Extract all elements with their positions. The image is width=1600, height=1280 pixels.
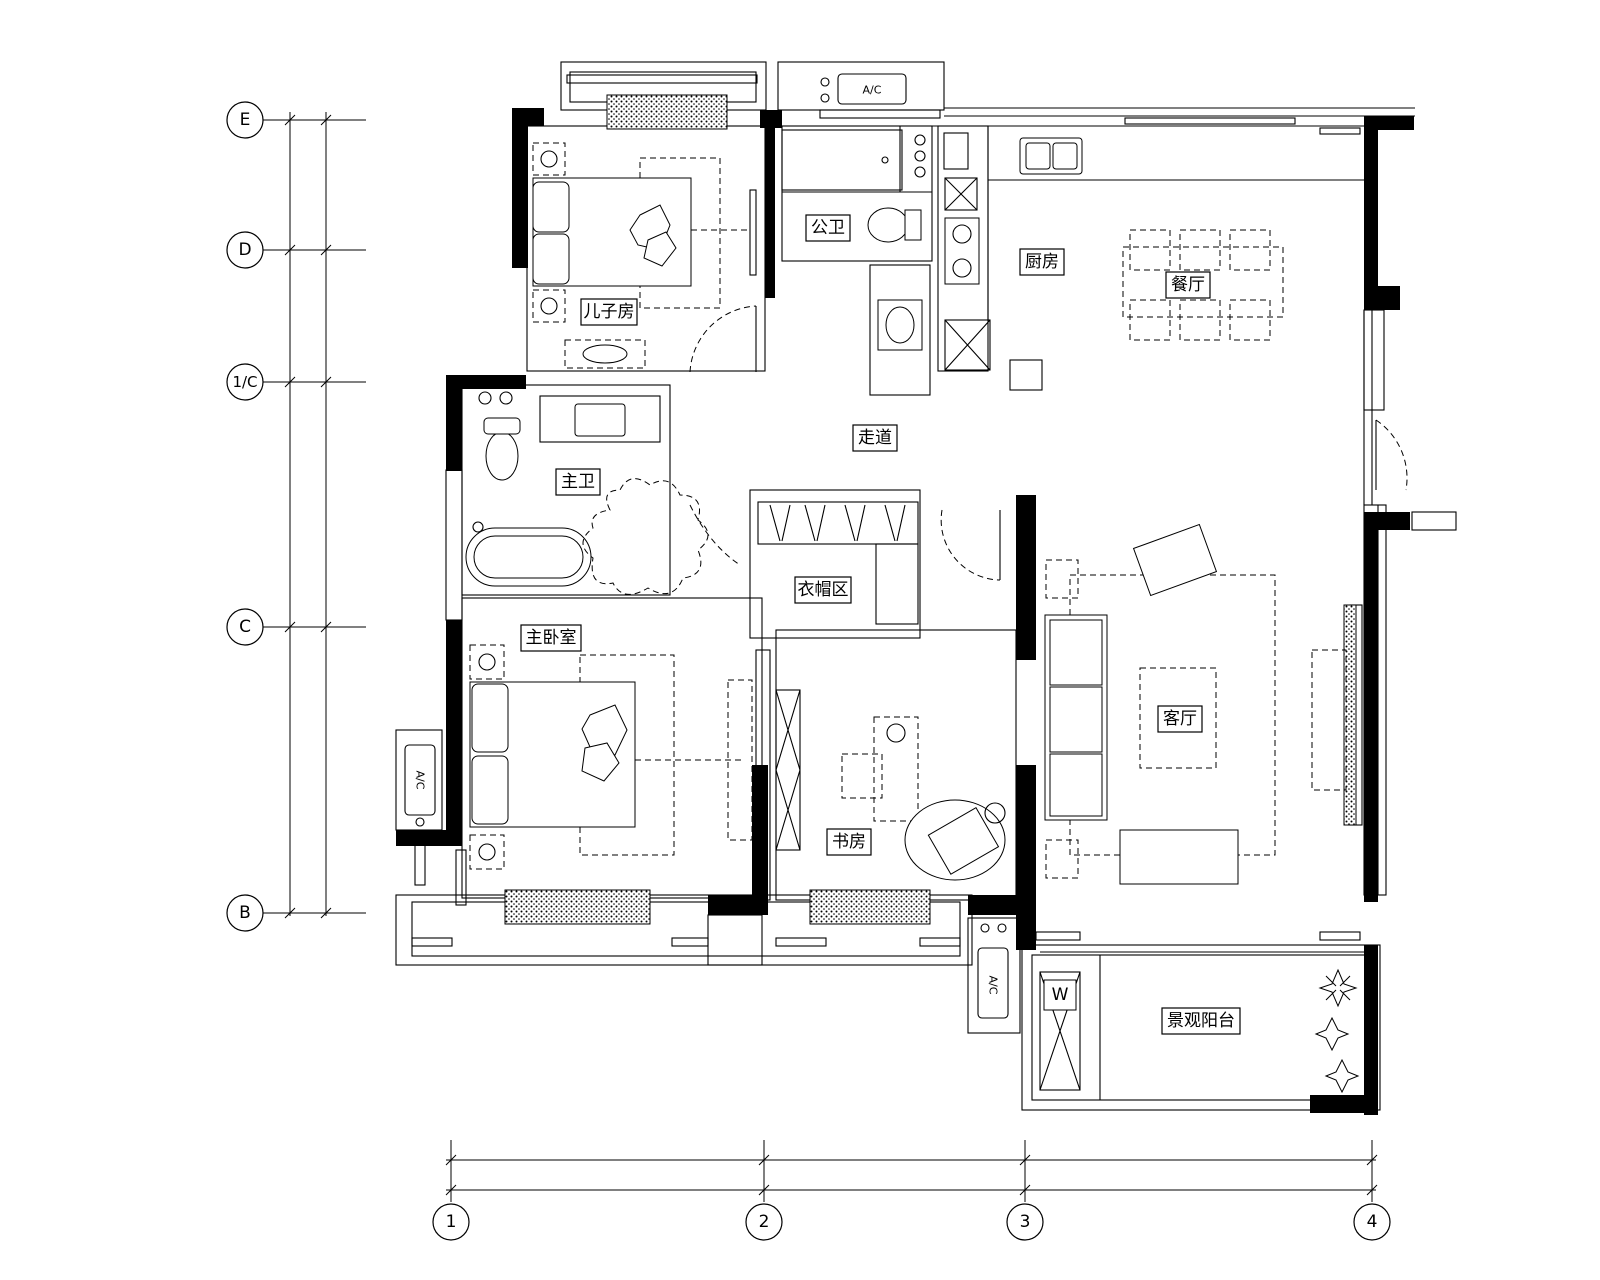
cloakroom-fixtures: [689, 501, 1001, 625]
svg-text:1: 1: [446, 1212, 457, 1232]
label-kitchen: 厨房: [1019, 248, 1065, 276]
clothes-hangers: [769, 504, 906, 542]
ac-unit-bottom: A/C: [977, 923, 1009, 1019]
row-axis-c: [262, 621, 366, 633]
svg-text:W: W: [1052, 985, 1069, 1005]
column-axis-bubble-4: 4: [1353, 1203, 1391, 1241]
svg-text:4: 4: [1367, 1212, 1378, 1232]
svg-text:A/C: A/C: [987, 976, 1000, 995]
svg-text:主卫: 主卫: [561, 472, 595, 492]
son-room-door: [689, 305, 757, 373]
row-axis-grid: [262, 112, 366, 919]
master-bedroom-bed: [469, 644, 753, 870]
row-axis-1c: [262, 376, 366, 388]
svg-text:儿子房: 儿子房: [584, 302, 635, 322]
label-son-room: 儿子房: [580, 298, 638, 326]
svg-text:C: C: [239, 617, 251, 637]
svg-text:餐厅: 餐厅: [1171, 275, 1205, 295]
label-public-bath: 公卫: [805, 214, 851, 242]
entrance-door: [1375, 419, 1408, 491]
row-axis-b: [262, 907, 366, 919]
svg-text:厨房: 厨房: [1025, 252, 1059, 272]
label-corridor: 走道: [852, 424, 898, 452]
svg-text:公卫: 公卫: [811, 218, 845, 238]
solid-walls: [396, 108, 1414, 1115]
study-furniture: [775, 689, 1006, 881]
row-axis-bubble-e: E: [226, 101, 264, 139]
column-axis-bubble-2: 2: [745, 1203, 783, 1241]
row-axis-bubble-b: B: [226, 894, 264, 932]
living-room-furniture: [1044, 523, 1347, 885]
row-axis-d: [262, 244, 366, 256]
dining-table: [1122, 229, 1284, 341]
kitchen-fixtures: [943, 132, 1083, 371]
dotted-panels: [504, 94, 1357, 925]
label-master-bedroom: 主卧室: [520, 624, 582, 652]
son-room-bed: [532, 142, 757, 369]
row-axis-e: [262, 114, 366, 126]
svg-text:客厅: 客厅: [1163, 709, 1197, 729]
label-master-bath: 主卫: [555, 468, 601, 496]
svg-text:衣帽区: 衣帽区: [798, 580, 849, 600]
label-living-room: 客厅: [1157, 705, 1203, 733]
ac-unit-left: A/C: [404, 744, 436, 827]
column-axis-bubble-3: 3: [1006, 1203, 1044, 1241]
column-axis-grid: [445, 1140, 1378, 1202]
master-bath-fixtures: [465, 391, 709, 595]
ac-unit-top: A/C: [820, 73, 907, 105]
balcony-plants: [1314, 968, 1360, 1094]
svg-text:A/C: A/C: [414, 771, 427, 790]
svg-text:主卧室: 主卧室: [526, 628, 577, 648]
svg-text:D: D: [238, 240, 251, 260]
row-axis-bubble-c: C: [226, 608, 264, 646]
column-axis-bubble-1: 1: [432, 1203, 470, 1241]
public-bath-fixtures: [781, 129, 926, 351]
label-cloakroom: 衣帽区: [794, 576, 852, 604]
svg-text:书房: 书房: [832, 832, 866, 852]
svg-text:1/C: 1/C: [232, 373, 257, 391]
svg-text:2: 2: [759, 1212, 770, 1232]
label-study: 书房: [826, 828, 872, 856]
svg-text:走道: 走道: [858, 428, 892, 448]
row-axis-bubble-1c: 1/C: [226, 363, 264, 401]
washer: W: [1039, 971, 1081, 1091]
row-axis-bubble-d: D: [226, 231, 264, 269]
label-balcony: 景观阳台: [1161, 1007, 1241, 1035]
label-dining: 餐厅: [1165, 271, 1211, 299]
svg-text:E: E: [240, 110, 251, 130]
svg-text:B: B: [239, 903, 251, 923]
windows: [411, 74, 1363, 947]
svg-text:A/C: A/C: [863, 84, 882, 97]
svg-text:3: 3: [1020, 1212, 1031, 1232]
svg-text:景观阳台: 景观阳台: [1167, 1011, 1235, 1031]
